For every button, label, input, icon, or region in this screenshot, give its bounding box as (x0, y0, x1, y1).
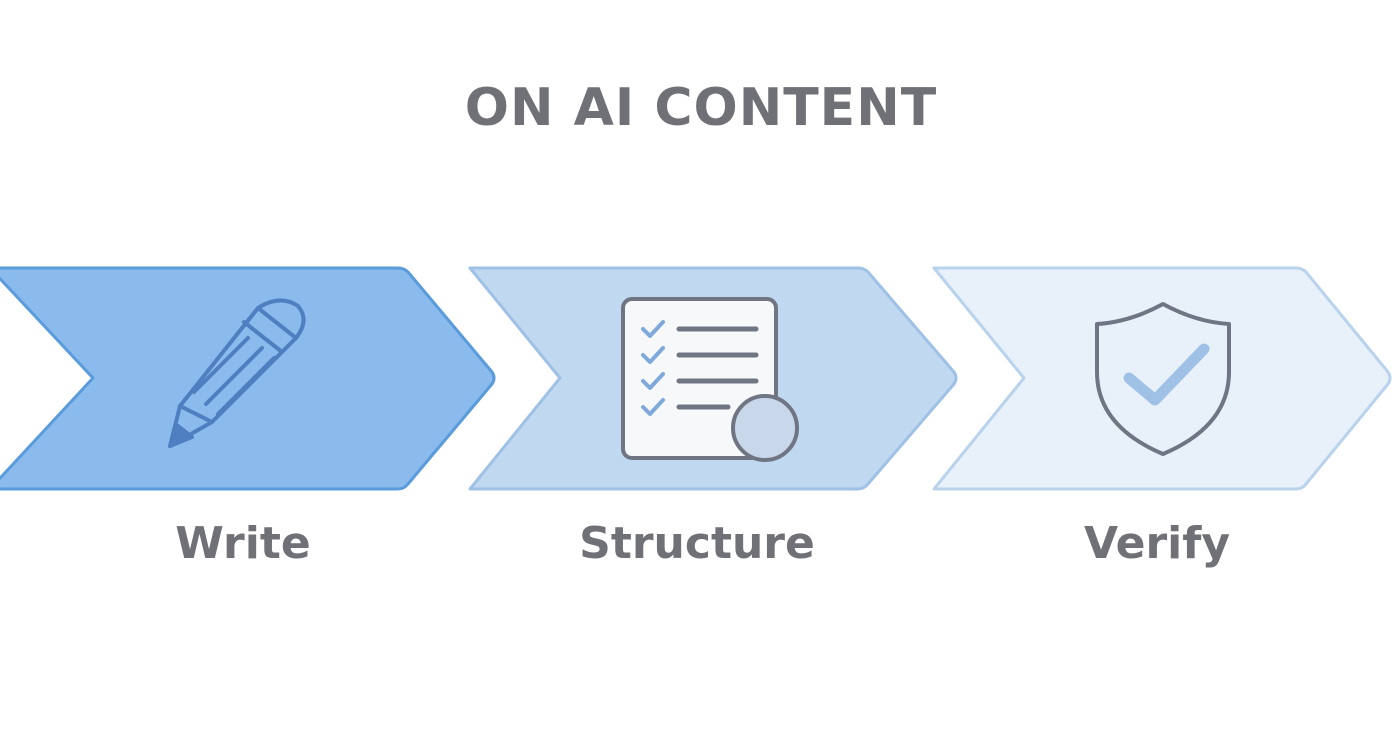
diagram-title: ON AI CONTENT (464, 78, 938, 138)
pencil-icon (168, 298, 306, 448)
shield-check-icon (1095, 302, 1231, 456)
step-verify-chevron (932, 266, 1392, 491)
step-structure-label: Structure (579, 518, 815, 569)
step-write-label: Write (175, 518, 311, 569)
step-verify-label: Verify (1083, 518, 1231, 569)
checklist-icon (621, 297, 799, 462)
